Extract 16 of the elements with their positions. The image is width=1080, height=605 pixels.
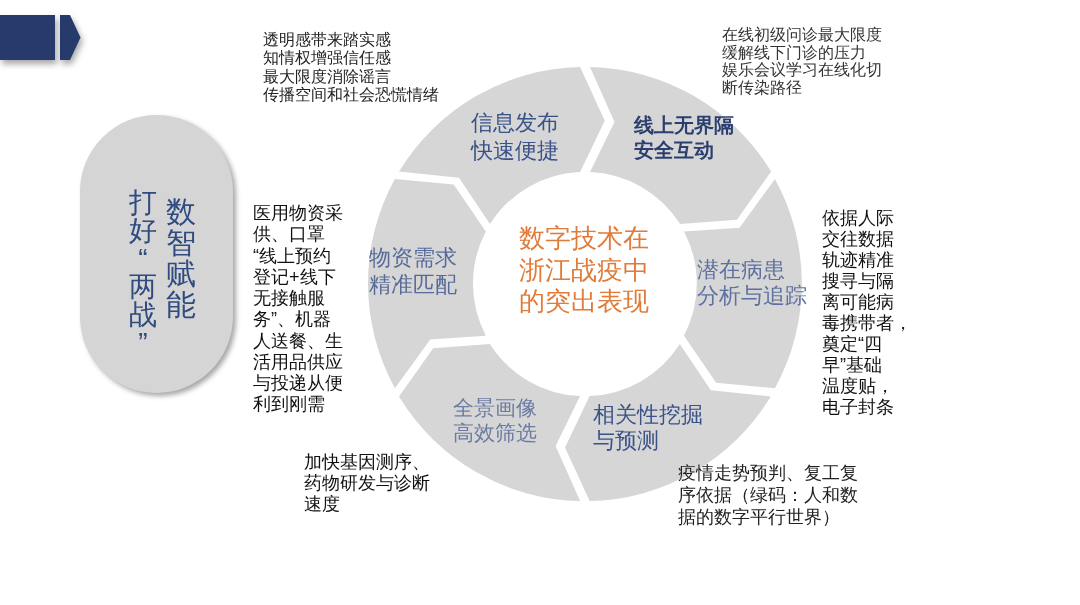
note-text: 加快基因测序、药物研发与诊断速度	[304, 452, 431, 515]
note-text: 依据人际交往数据轨迹精准搜寻与隔离可能病毒携带者，奠定“四早”基础温度贴，电子封条	[822, 208, 913, 418]
note-text: 透明感带来踏实感知情权增强信任感最大限度消除谣言传播空间和社会恐慌情绪	[263, 31, 440, 104]
segment-label: 潜在病患分析与追踪	[697, 257, 808, 309]
segment-label: 全景画像高效筛选	[453, 395, 538, 445]
segment-label: 物资需求精准匹配	[369, 244, 458, 298]
vertical-title: 数智赋能	[165, 196, 197, 320]
rounded-panel	[80, 115, 233, 393]
note-text: 在线初级问诊最大限度缓解线下门诊的压力娱乐会议学习在线化切断传染路径	[722, 26, 883, 96]
segment-label: 相关性挖掘与预测	[593, 402, 704, 454]
note-text: 疫情走势预判、复工复序依据（绿码：人和数据的数字平行世界）	[678, 462, 859, 528]
segment-label: 信息发布快速便捷	[471, 109, 560, 165]
segment-label: 线上无界隔安全互动	[634, 113, 735, 163]
center-title: 数字技术在浙江战疫中的突出表现	[519, 223, 650, 318]
vertical-title: 打好“两战”	[127, 189, 158, 357]
note-text: 医用物资采供、口罩“线上预约登记+线下无接触服务”、机器人送餐、生活用品供应与投递从便利到刚需	[253, 203, 344, 416]
